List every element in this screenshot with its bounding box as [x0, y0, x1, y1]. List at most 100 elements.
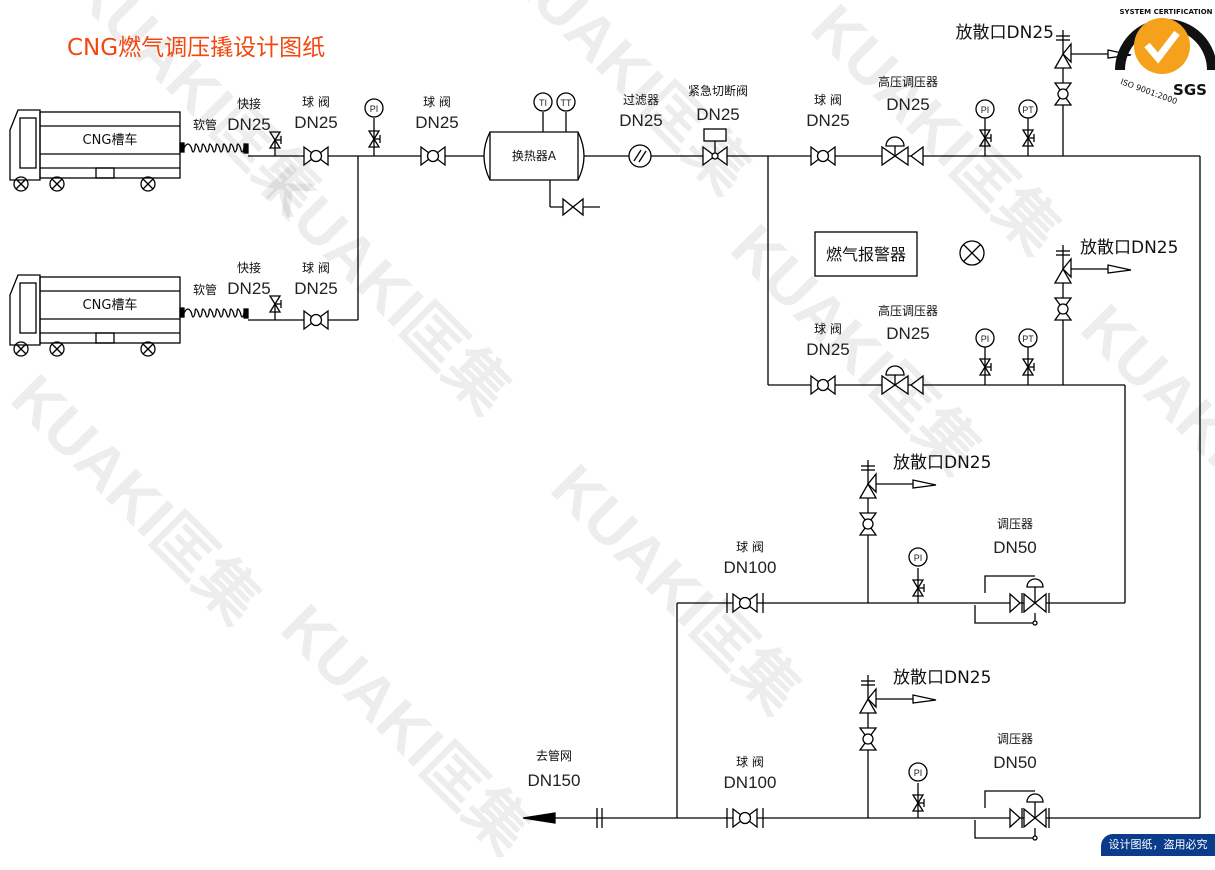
wheel-icon — [13, 176, 29, 192]
gas-alarm-box — [814, 231, 918, 277]
quick-connector — [268, 295, 282, 320]
copyright-badge: 设计图纸，盗用必究 — [1101, 834, 1215, 856]
gauge-icon — [908, 547, 928, 567]
filter-icon — [628, 144, 652, 168]
gauge-icon — [908, 762, 928, 782]
valve-size-label: DN25 — [294, 279, 337, 298]
gauge-icon — [1018, 99, 1038, 119]
flange-icon — [596, 808, 603, 828]
regulator-size-label: DN50 — [993, 538, 1036, 557]
needle-valve-icon — [911, 579, 925, 597]
sgs-certification-logo — [1115, 18, 1215, 74]
hose-icon — [183, 308, 245, 318]
gauge-label: PI — [981, 334, 990, 344]
regulator-name-label: 高压调压器 — [878, 303, 938, 318]
logo-top-text: SYSTEM CERTIFICATION — [1119, 8, 1212, 16]
valve-name-label: 快接 — [237, 260, 261, 275]
valve-name-label: 快接 — [237, 96, 261, 111]
gauge-label: PI — [914, 768, 923, 778]
needle-valve-icon — [268, 295, 282, 313]
outlet-name-label: 去管网 — [536, 748, 572, 763]
valve-name-label: 过滤器 — [623, 93, 659, 107]
regulator-icon — [881, 136, 924, 167]
hose-icon — [183, 143, 245, 153]
gauge-icon — [364, 98, 384, 118]
truck-label: CNG槽车 — [83, 297, 138, 313]
valve-size-label: DN25 — [227, 279, 270, 298]
needle-valve-icon — [268, 131, 282, 149]
logo-iso-text: ISO 9001:2000 — [1119, 77, 1178, 106]
valve-name-label: 球 阀 — [302, 95, 330, 109]
needle-valve-icon — [978, 129, 992, 147]
hose-label: 软管 — [193, 117, 217, 132]
valve-size-label: DN100 — [724, 558, 777, 577]
gauge-icon — [1018, 328, 1038, 348]
gauge-label: PT — [1022, 105, 1034, 115]
wheel-icon — [140, 341, 156, 357]
cng-truck — [9, 109, 185, 192]
gauge-icon — [556, 92, 576, 112]
valve-name-label: 球 阀 — [736, 540, 764, 554]
drain-valve-icon — [562, 197, 584, 217]
emergency-shutoff-valve-icon — [702, 128, 728, 167]
outlet-size-label: DN150 — [528, 771, 581, 790]
regulator-size-label: DN25 — [886, 324, 929, 343]
hose-label: 软管 — [193, 282, 217, 297]
regulator-size-label: DN25 — [886, 95, 929, 114]
gauge-icon — [975, 328, 995, 348]
vent-label: 放散口DN25 — [893, 453, 991, 473]
alarm-lamp-icon — [959, 240, 985, 266]
valve-name-label: 球 阀 — [814, 322, 842, 336]
page-title: CNG燃气调压撬设计图纸 — [67, 35, 326, 61]
regulator-icon — [974, 790, 1050, 841]
wheel-icon — [13, 341, 29, 357]
gauge-label: PT — [1022, 334, 1034, 344]
valve-size-label: DN100 — [724, 773, 777, 792]
regulator-name-label: 调压器 — [997, 517, 1033, 531]
needle-valve-icon — [911, 794, 925, 812]
regulator-name-label: 高压调压器 — [878, 74, 938, 89]
valve-size-label: DN25 — [806, 340, 849, 359]
needle-valve-icon — [978, 358, 992, 376]
ball-valve-icon — [420, 145, 446, 167]
vent-label: 放散口DN25 — [1080, 238, 1178, 258]
valve-name-label: 球 阀 — [736, 755, 764, 769]
wheel-icon — [49, 176, 65, 192]
vent-label: 放散口DN25 — [956, 23, 1054, 43]
vent-label: 放散口DN25 — [893, 668, 991, 688]
heat-exchanger-label: 换热器A — [512, 149, 557, 163]
wheel-icon — [140, 176, 156, 192]
ball-valve-icon — [858, 512, 878, 536]
needle-valve-icon — [1021, 358, 1035, 376]
valve-size-label: DN25 — [696, 105, 739, 124]
valve-name-label: 球 阀 — [423, 95, 451, 109]
logo-brand-text: SGS — [1173, 81, 1207, 99]
valve-size-label: DN25 — [415, 113, 458, 132]
valve-size-label: DN25 — [227, 115, 270, 134]
ball-valve-icon — [732, 592, 758, 614]
valve-name-label: 球 阀 — [302, 261, 330, 275]
valve-name-label: 紧急切断阀 — [688, 83, 748, 98]
flanged-ball-valve-icon — [726, 808, 764, 828]
needle-valve-icon — [367, 130, 381, 148]
valve-size-label: DN25 — [619, 111, 662, 130]
valve-size-label: DN25 — [294, 113, 337, 132]
gas-alarm-label: 燃气报警器 — [826, 245, 906, 264]
gauge-icon — [533, 92, 553, 112]
flanged-ball-valve-icon — [726, 593, 764, 613]
gauge-label: TI — [539, 98, 547, 108]
quick-connector — [268, 131, 282, 156]
regulator-name-label: 调压器 — [997, 732, 1033, 746]
gauge-label: PI — [981, 105, 990, 115]
truck-label: CNG槽车 — [83, 132, 138, 148]
valve-size-label: DN25 — [806, 111, 849, 130]
ball-valve-icon — [1053, 297, 1073, 321]
ball-valve-icon — [303, 309, 329, 331]
gauge-icon — [975, 99, 995, 119]
regulator-icon — [974, 575, 1050, 626]
heat-exchanger — [483, 131, 585, 181]
cng-truck — [9, 274, 185, 357]
ball-valve-icon — [303, 145, 329, 167]
regulator-icon — [881, 365, 924, 396]
